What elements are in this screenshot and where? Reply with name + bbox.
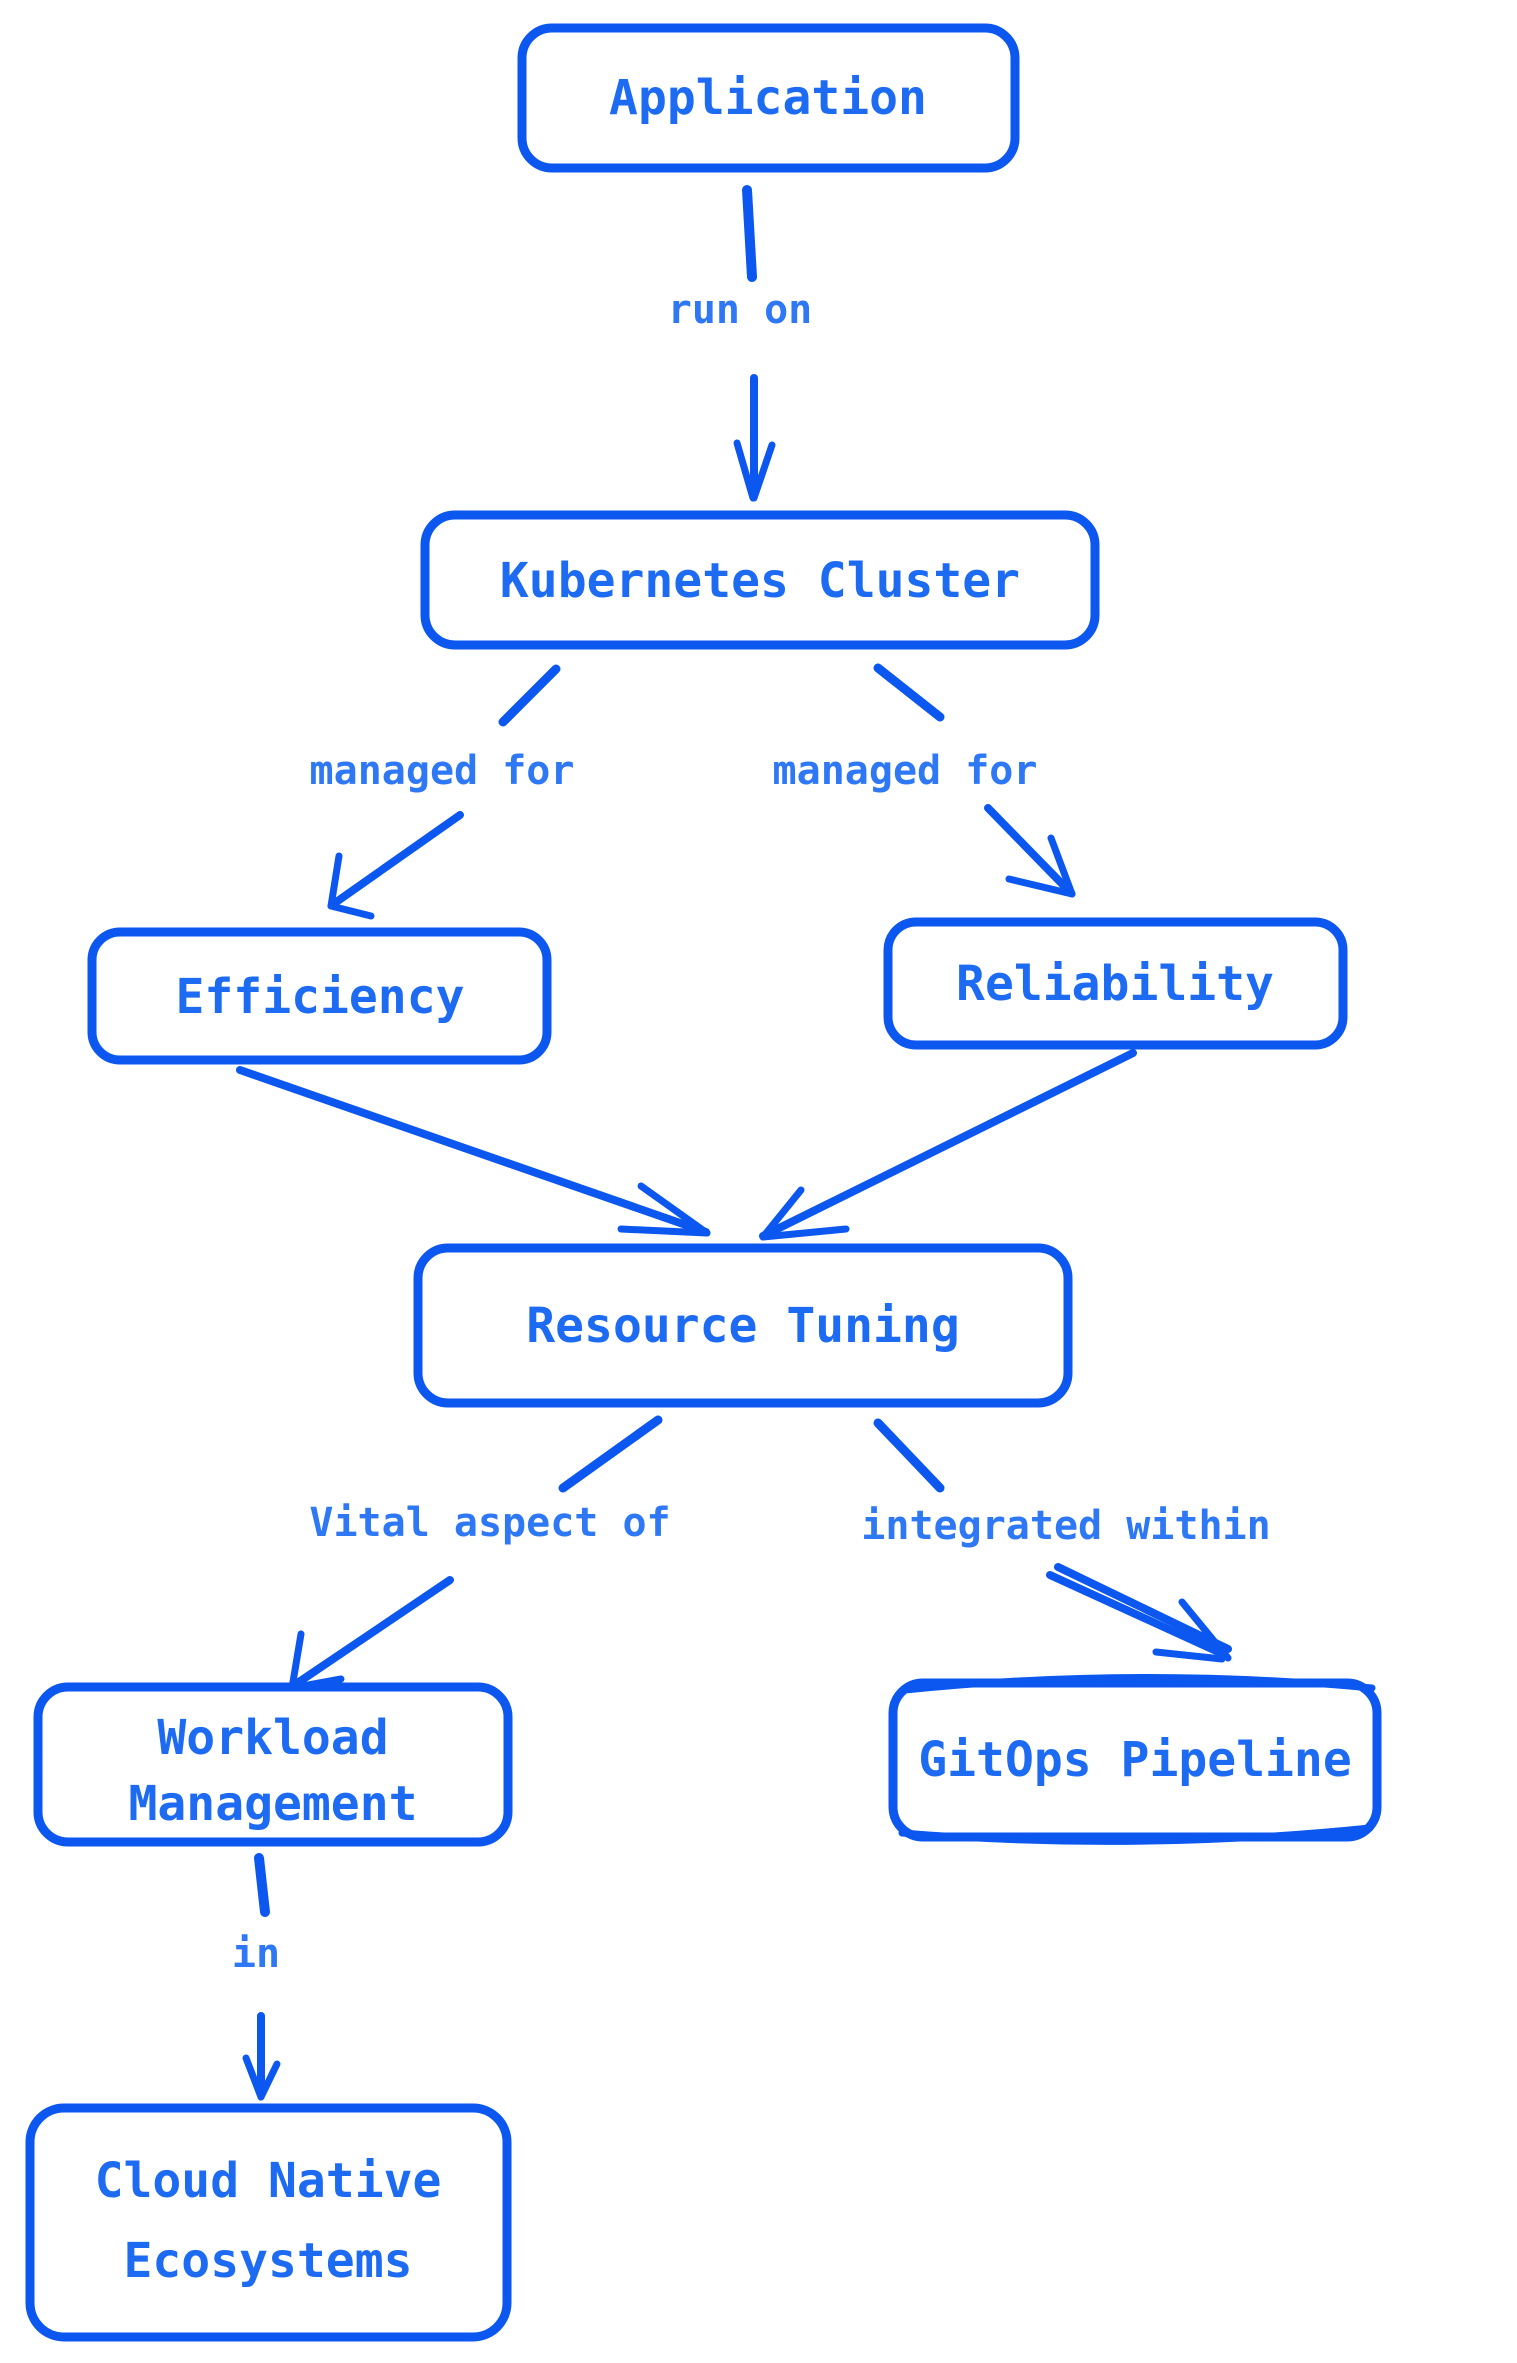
node-cloud-native-ecosystems-label-line1: Cloud Native <box>95 2153 442 2209</box>
edge-run-on: run on <box>668 185 813 502</box>
edge-managed-for-right-shaft <box>984 804 1075 897</box>
node-resource-tuning-label: Resource Tuning <box>526 1298 959 1354</box>
node-workload-management-label-line1: Workload <box>157 1710 388 1766</box>
edge-in-stub <box>254 1853 270 1917</box>
node-reliability-label: Reliability <box>956 956 1274 1012</box>
node-gitops-pipeline-label: GitOps Pipeline <box>918 1732 1351 1788</box>
node-kubernetes-cluster-box <box>420 510 1100 650</box>
edge-in: in <box>232 1853 281 2101</box>
edge-reliability-to-resource-tuning-shaft <box>759 1049 1137 1240</box>
edge-in-label: in <box>232 1931 280 1977</box>
edge-reliability-to-resource-tuning-arrowhead <box>759 1186 850 1241</box>
edge-managed-for-right-arrowhead <box>1005 834 1076 898</box>
edge-vital-aspect-of: Vital aspect of <box>288 1415 671 1692</box>
node-kubernetes-cluster: Kubernetes Cluster <box>420 510 1100 650</box>
edge-managed-for-right: managed for <box>773 663 1076 898</box>
edge-integrated-within-shaft-overdraw <box>1054 1563 1232 1653</box>
edge-in-arrowhead <box>242 2054 281 2101</box>
node-application-label: Application <box>609 70 927 126</box>
edge-integrated-within-label: integrated within <box>861 1503 1270 1549</box>
edge-managed-for-left: managed for <box>310 664 575 920</box>
edge-integrated-within-shaft <box>1046 1571 1229 1659</box>
node-cloud-native-ecosystems-box <box>25 2103 512 2342</box>
edge-efficiency-to-resource-tuning <box>236 1066 711 1237</box>
edge-reliability-to-resource-tuning <box>759 1049 1137 1241</box>
node-application: Application <box>517 23 1020 173</box>
node-efficiency: Efficiency <box>87 927 552 1065</box>
edge-integrated-within-arrowhead <box>1152 1598 1232 1663</box>
node-gitops-pipeline-overdraw-top <box>901 1674 1376 1694</box>
node-workload-management-box <box>33 1682 513 1847</box>
edge-managed-for-right-label: managed for <box>773 748 1038 794</box>
node-resource-tuning-box <box>413 1243 1073 1408</box>
edge-integrated-within: integrated within <box>861 1418 1271 1663</box>
edge-managed-for-left-arrowhead <box>327 852 375 920</box>
node-application-box <box>517 23 1020 173</box>
node-workload-management-label-line2: Management <box>129 1776 418 1832</box>
node-cloud-native-ecosystems: Cloud Native Ecosystems <box>25 2103 512 2342</box>
node-resource-tuning: Resource Tuning <box>413 1243 1073 1408</box>
edge-vital-aspect-of-label: Vital aspect of <box>309 1500 670 1546</box>
edge-efficiency-to-resource-tuning-arrowhead <box>617 1182 711 1237</box>
node-efficiency-label: Efficiency <box>176 969 465 1025</box>
edge-managed-for-left-shaft <box>328 811 464 909</box>
edge-vital-aspect-of-shaft <box>289 1576 454 1690</box>
edge-run-on-label: run on <box>668 287 813 333</box>
node-kubernetes-cluster-label: Kubernetes Cluster <box>500 553 1020 609</box>
node-gitops-pipeline-overdraw-bottom <box>898 1824 1374 1845</box>
node-gitops-pipeline: GitOps Pipeline <box>888 1674 1382 1845</box>
node-reliability-box <box>883 917 1348 1050</box>
edge-run-on-stub <box>742 185 757 282</box>
edge-managed-for-left-stub <box>498 664 561 727</box>
node-workload-management: Workload Management <box>33 1682 513 1847</box>
edge-run-on-arrowhead <box>733 439 776 502</box>
node-efficiency-box <box>87 927 552 1065</box>
edge-efficiency-to-resource-tuning-shaft <box>236 1066 710 1236</box>
edge-integrated-within-stub <box>873 1418 945 1493</box>
node-reliability: Reliability <box>883 917 1348 1050</box>
edge-managed-for-right-stub <box>873 663 945 722</box>
node-gitops-pipeline-box <box>888 1678 1382 1842</box>
node-cloud-native-ecosystems-label-line2: Ecosystems <box>124 2233 413 2289</box>
edge-managed-for-left-label: managed for <box>310 748 575 794</box>
edge-vital-aspect-of-stub <box>558 1415 663 1493</box>
